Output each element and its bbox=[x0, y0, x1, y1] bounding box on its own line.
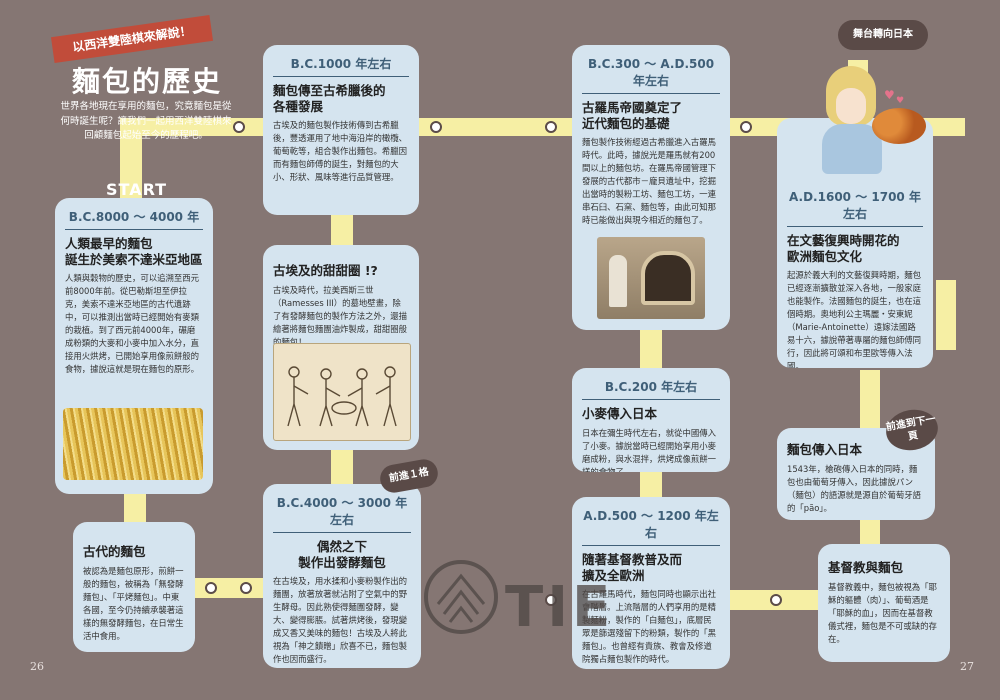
divider bbox=[273, 532, 411, 533]
card-rome: B.C.300 ～ A.D.500 年左右 古羅馬帝國奠定了 近代麵包的基礎 麵… bbox=[572, 45, 730, 330]
card-title: 麵包傳入日本 bbox=[787, 442, 863, 457]
page-title: 麵包的歷史 bbox=[72, 65, 223, 98]
logo-lines-icon bbox=[436, 573, 486, 623]
mural-figures-icon bbox=[287, 366, 397, 427]
start-label: START bbox=[106, 180, 168, 199]
card-greece: B.C.1000 年左右 麵包傳至古希臘後的 各種發展 古埃及的麵包製作技術傳到… bbox=[263, 45, 419, 215]
card-text: 在古羅馬時代，麵包同時也顯示出社會階層。上流階層的人們享用的是精製麵粉，製作的「… bbox=[582, 589, 716, 665]
egypt-mural-image bbox=[273, 343, 411, 441]
card-text: 人類與穀物的歷史，可以追溯至西元前8000年前。從巴勒斯坦至伊拉克，美索不達米亞… bbox=[65, 273, 199, 375]
board-path bbox=[640, 330, 662, 370]
card-text: 基督教義中，麵包被視為「耶穌的軀體（肉）」、葡萄酒是「耶穌的血」，因而在基督教儀… bbox=[828, 581, 937, 644]
path-marker bbox=[545, 594, 557, 606]
board-path bbox=[331, 448, 353, 484]
oven-arch-icon bbox=[641, 251, 695, 305]
card-title: 偶然之下 製作出發酵麵包 bbox=[298, 539, 386, 570]
card-title: 隨著基督教普及而 擴及全歐洲 bbox=[582, 552, 683, 583]
board-path bbox=[120, 118, 142, 198]
era-label: B.C.4000 ～ 3000 年左右 bbox=[276, 496, 408, 527]
face-icon bbox=[836, 88, 866, 124]
card-text: 在古埃及，用水揉和小麥粉製作出的麵團，放著放著就沾附了空氣中的野生酵母。因此熟使… bbox=[273, 576, 407, 665]
board-path bbox=[190, 578, 270, 598]
era-label: A.D.500 ～ 1200 年左右 bbox=[583, 509, 719, 540]
card-text: 古埃及的麵包製作技術傳到古希臘後，豐透運用了地中海沿岸的橄欖、葡萄乾等，組合製作… bbox=[273, 120, 407, 183]
divider bbox=[787, 226, 923, 227]
path-marker bbox=[430, 121, 442, 133]
tag-turn-japan: 舞台轉向日本 bbox=[838, 20, 928, 50]
card-text: 起源於義大利的文藝復興時期，麵包已經逐漸擴散並深入各地，一般家庭也能製作。法國麵… bbox=[787, 270, 921, 368]
baker-figure-icon bbox=[609, 255, 627, 307]
path-marker bbox=[545, 121, 557, 133]
page-number-left: 26 bbox=[30, 660, 44, 673]
heart-icon: ♥ bbox=[884, 88, 895, 102]
card-text: 日本在彌生時代左右，就從中國傳入了小麥。據說當時已經開始享用小麥磨成粉，與水混拌… bbox=[582, 427, 716, 472]
wheat-image bbox=[63, 408, 203, 480]
card-renaissance: A.D.1600 ～ 1700 年左右 在文藝復興時開花的 歐洲麵包文化 起源於… bbox=[777, 118, 933, 368]
divider bbox=[65, 229, 203, 230]
subtitle-ribbon: 以西洋雙陸棋來解說！ bbox=[50, 14, 214, 64]
board-path bbox=[936, 280, 956, 350]
marie-antoinette-illustration: ♥ ♥ bbox=[818, 66, 928, 178]
tag-forward-one: 前進１格 bbox=[378, 457, 440, 495]
path-marker bbox=[205, 582, 217, 594]
card-ancient-bread: 古代的麵包 被認為是麵包原形，煎餅一般的麵包，被稱為「無發酵麵包」、「平烤麵包」… bbox=[73, 522, 195, 652]
watermark-text: TIE bbox=[505, 575, 615, 640]
board-path bbox=[331, 215, 353, 250]
card-title: 古代的麵包 bbox=[83, 544, 146, 559]
path-marker bbox=[770, 594, 782, 606]
card-title: 小麥傳入日本 bbox=[582, 406, 658, 421]
path-marker bbox=[240, 582, 252, 594]
divider bbox=[582, 93, 720, 94]
era-label: A.D.1600 ～ 1700 年左右 bbox=[789, 190, 921, 221]
card-title: 古羅馬帝國奠定了 近代麵包的基礎 bbox=[582, 100, 683, 131]
card-christianity-bread: 基督教與麵包 基督教義中，麵包被視為「耶穌的軀體（肉）」、葡萄酒是「耶穌的血」，… bbox=[818, 544, 950, 662]
card-text: 被認為是麵包原形，煎餅一般的麵包，被稱為「無發酵麵包」、「平烤麵包」。中東各國，… bbox=[83, 565, 184, 641]
card-egypt-donut: 古埃及的甜甜圈 !? 古埃及時代，拉美西斯三世（Ramesses III）的墓地… bbox=[263, 245, 419, 450]
divider bbox=[582, 399, 720, 400]
card-mesopotamia: B.C.8000 ～ 4000 年 人類最早的麵包 誕生於美索不達米亞地區 人類… bbox=[55, 198, 213, 494]
path-marker bbox=[233, 121, 245, 133]
board-path bbox=[860, 370, 880, 430]
heart-icon: ♥ bbox=[896, 96, 905, 106]
card-title: 在文藝復興時開花的 歐洲麵包文化 bbox=[787, 233, 900, 264]
card-title: 基督教與麵包 bbox=[828, 560, 904, 575]
oven-image bbox=[597, 237, 705, 319]
divider bbox=[273, 76, 409, 77]
card-title: 人類最早的麵包 誕生於美索不達米亞地區 bbox=[65, 236, 203, 267]
card-fermented-bread: B.C.4000 ～ 3000 年左右 偶然之下 製作出發酵麵包 在古埃及，用水… bbox=[263, 484, 421, 668]
card-text: 古埃及時代，拉美西斯三世（Ramesses III）的墓地壁畫，除了有發酵麵包的… bbox=[273, 284, 407, 347]
card-text: 1543年，槍砲傳入日本的同時，麵包也由葡萄牙傳入，因此據說パン（麵包）的語源就… bbox=[787, 463, 921, 513]
card-wheat-japan: B.C.200 年左右 小麥傳入日本 日本在彌生時代左右，就從中國傳入了小麥。據… bbox=[572, 368, 730, 472]
card-christianity-spread: A.D.500 ～ 1200 年左右 隨著基督教普及而 擴及全歐洲 在古羅馬時代… bbox=[572, 497, 730, 669]
intro-text: 世界各地現在享用的麵包，究竟麵包是從何時誕生呢？讓我們一起用西洋雙陸棋來回顧麵包… bbox=[60, 101, 232, 142]
era-label: B.C.200 年左右 bbox=[604, 380, 698, 394]
divider bbox=[582, 545, 720, 546]
card-text: 麵包製作技術經過古希臘進入古羅馬時代。此時，據說光是羅馬就有200間以上的麵包坊… bbox=[582, 137, 716, 226]
era-label: B.C.300 ～ A.D.500 年左右 bbox=[587, 57, 715, 88]
bread-basket-icon bbox=[872, 108, 926, 144]
card-title: 古埃及的甜甜圈 !? bbox=[273, 263, 378, 278]
watermark-logo-icon bbox=[424, 560, 498, 634]
path-marker bbox=[740, 121, 752, 133]
era-label: B.C.8000 ～ 4000 年 bbox=[68, 210, 200, 224]
card-title: 麵包傳至古希臘後的 各種發展 bbox=[273, 83, 386, 114]
board-path bbox=[640, 470, 662, 500]
page-number-right: 27 bbox=[960, 660, 974, 673]
dress-icon bbox=[822, 124, 882, 174]
board-path bbox=[124, 490, 146, 530]
era-label: B.C.1000 年左右 bbox=[290, 57, 392, 71]
